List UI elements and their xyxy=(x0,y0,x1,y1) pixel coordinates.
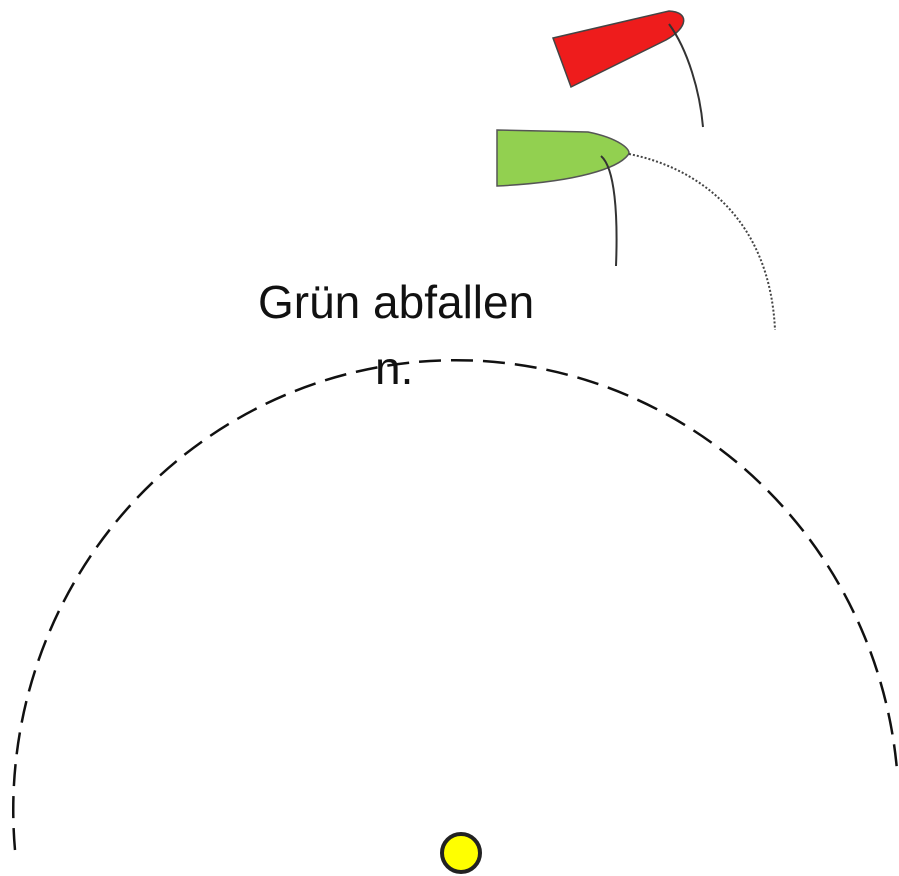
green-boat-hull xyxy=(496,129,630,187)
zone-circle xyxy=(12,358,899,851)
red-boat-icon xyxy=(552,10,704,128)
caption-line-1: Grün abfallen xyxy=(258,276,534,328)
green-boat-track xyxy=(628,153,776,331)
caption-line-2: n. xyxy=(375,342,413,394)
green-boat-icon xyxy=(496,129,776,331)
mark-buoy-icon xyxy=(440,832,482,874)
red-boat-hull xyxy=(552,10,685,89)
red-boat-sail xyxy=(668,23,704,128)
green-boat-sail xyxy=(600,155,618,267)
